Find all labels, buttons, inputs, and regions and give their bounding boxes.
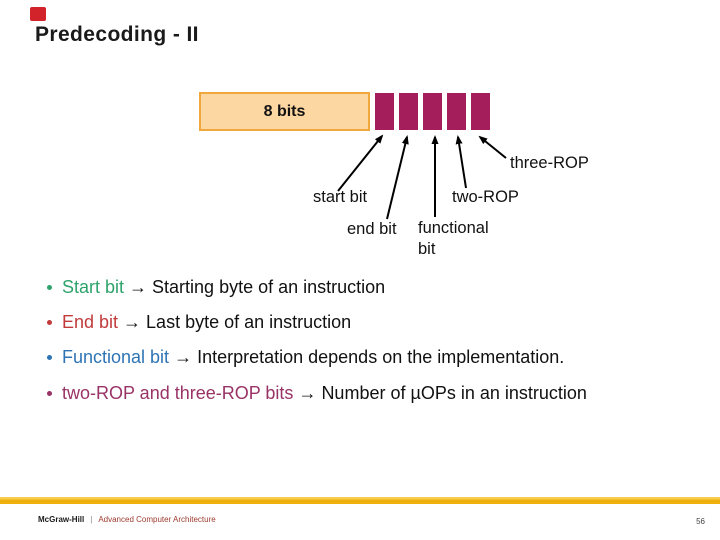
footer-credits: McGraw-Hill | Advanced Computer Architec… (38, 515, 216, 524)
bit-cells (375, 93, 490, 130)
label-two-rop: two-ROP (452, 188, 519, 206)
bit-cell (447, 93, 466, 130)
bit-cell (375, 93, 394, 130)
bullet-item-start-bit: Start bit → Starting byte of an instruct… (47, 277, 385, 298)
bullet-description: Interpretation depends on the implementa… (197, 347, 565, 367)
bullet-item-functional-bit: Functional bit → Interpretation depends … (47, 347, 564, 368)
footer-accent-bar (0, 497, 720, 504)
bullet-dot (47, 391, 52, 396)
bullet-item-rop-bits: two-ROP and three-ROP bits → Number of µ… (47, 383, 587, 404)
bit-cell (471, 93, 490, 130)
label-three-rop: three-ROP (510, 154, 589, 172)
label-functional-bit: functional bit (418, 218, 508, 260)
footer-separator: | (90, 515, 93, 524)
page-number: 56 (696, 517, 705, 526)
red-square-marker (30, 7, 46, 21)
bit-cell (423, 93, 442, 130)
label-start-bit: start bit (313, 188, 368, 206)
arrow-three-rop (478, 135, 507, 159)
bullet-description: Last byte of an instruction (146, 312, 352, 332)
byte-box-label: 8 bits (263, 102, 306, 120)
arrow-glyph: → (174, 347, 193, 367)
bullet-dot (47, 355, 52, 360)
label-end-bit: end bit (347, 220, 397, 238)
arrow-glyph: → (298, 383, 317, 403)
footer-course-title: Advanced Computer Architecture (98, 515, 216, 524)
bullet-description: Number of µOPs in an instruction (321, 383, 587, 403)
bullet-description: Starting byte of an instruction (152, 277, 386, 297)
bullet-term: Start bit (62, 277, 125, 297)
footer-publisher: McGraw-Hill (38, 515, 85, 524)
arrow-two-rop (455, 135, 467, 189)
byte-box: 8 bits (199, 92, 370, 131)
bullet-term: End bit (62, 312, 119, 332)
bullet-dot (47, 285, 52, 290)
page-title: Predecoding - II (35, 23, 199, 46)
label-functional-bit-line1: functional (418, 219, 489, 237)
bullet-dot (47, 320, 52, 325)
arrow-glyph: → (129, 277, 148, 297)
arrow-end-bit (386, 135, 409, 220)
label-functional-bit-line2: bit (418, 240, 436, 258)
bit-cell (399, 93, 418, 130)
bullet-item-end-bit: End bit → Last byte of an instruction (47, 312, 351, 333)
bullet-term: two-ROP and three-ROP bits (62, 383, 294, 403)
arrow-start-bit (337, 134, 384, 192)
arrow-glyph: → (123, 312, 142, 332)
bullet-term: Functional bit (62, 347, 170, 367)
